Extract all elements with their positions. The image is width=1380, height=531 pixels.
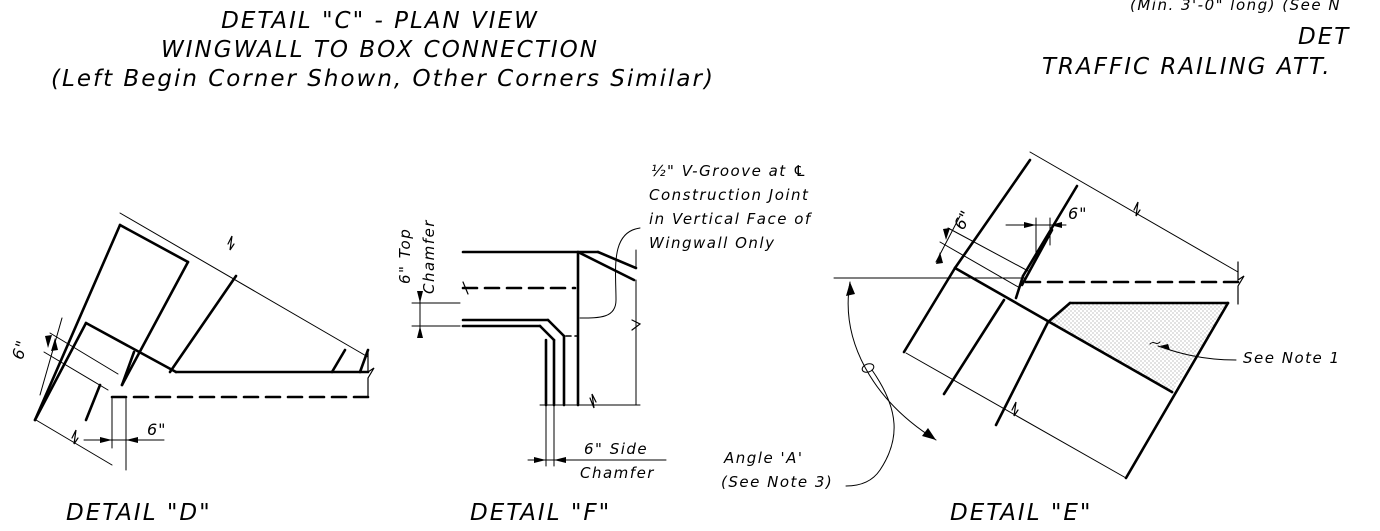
detail-e-see-note-1: See Note 1: [1243, 349, 1341, 367]
detail-f-top-chamfer-1: 6" Top: [396, 227, 414, 284]
detail-f-geometry: [412, 228, 666, 466]
header-left-line3: (Left Begin Corner Shown, Other Corners …: [51, 66, 715, 92]
detail-e-caption: DETAIL "E": [950, 500, 1093, 526]
header-right-line0: (Min. 3'-0" long) (See N: [1130, 0, 1342, 14]
detail-e-dim-6-right: 6": [1068, 204, 1088, 223]
detail-e-angle-2: (See Note 3): [721, 473, 834, 491]
detail-f-vgroove-2: Construction Joint: [649, 186, 810, 204]
detail-f-side-chamfer-2: Chamfer: [580, 464, 655, 482]
detail-e-geometry: [834, 152, 1244, 486]
detail-d-caption: DETAIL "D": [66, 500, 212, 526]
detail-f-caption: DETAIL "F": [470, 500, 612, 526]
detail-f-vgroove-1: ½" V-Groove at ℄: [651, 162, 808, 180]
detail-f-vgroove-3: in Vertical Face of: [649, 210, 812, 228]
detail-d-dim-6-bottom: 6": [147, 420, 167, 439]
header-left-line2: WINGWALL TO BOX CONNECTION: [161, 37, 599, 63]
detail-f-side-chamfer-1: 6" Side: [584, 440, 649, 458]
header-right-line1: DET: [1298, 24, 1351, 50]
detail-d-geometry: [35, 213, 374, 470]
detail-f-vgroove-4: Wingwall Only: [649, 234, 776, 252]
detail-f-top-chamfer-2: Chamfer: [420, 219, 438, 294]
header-left-line1: DETAIL "C" - PLAN VIEW: [221, 8, 539, 34]
detail-e-angle-1: Angle 'A': [724, 449, 804, 467]
header-right-line2: TRAFFIC RAILING ATT.: [1042, 54, 1332, 80]
